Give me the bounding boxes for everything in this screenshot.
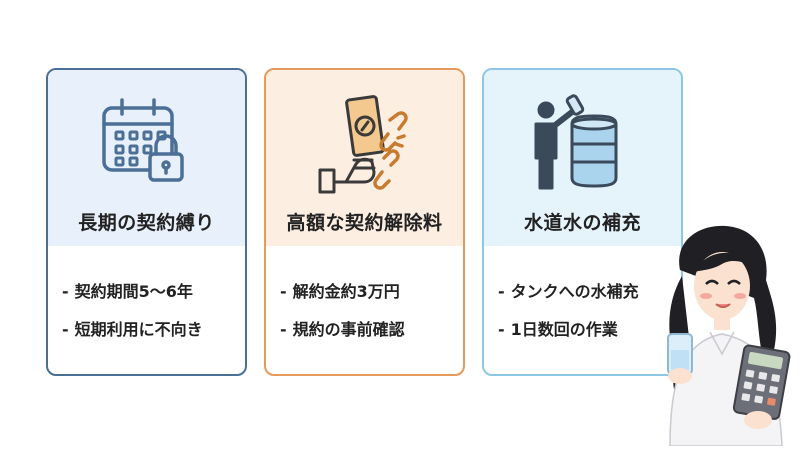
card-water-refill: 水道水の補充 -タンクへの水補充 -1日数回の作業 <box>482 68 683 376</box>
card-list: -解約金約3万円 -規約の事前確認 <box>280 273 405 349</box>
list-item: -規約の事前確認 <box>280 320 405 339</box>
list-item: -短期利用に不向き <box>62 320 203 339</box>
card-header: 長期の契約縛り <box>48 70 245 246</box>
list-item: -1日数回の作業 <box>498 320 618 339</box>
woman-with-calculator-illustration <box>640 220 800 447</box>
card-title: 長期の契約縛り <box>78 212 215 234</box>
money-broken-chain-icon <box>310 90 420 200</box>
card-list: -契約期間5〜6年 -短期利用に不向き <box>62 273 203 349</box>
person-water-tank-icon <box>528 90 638 200</box>
card-title: 高額な契約解除料 <box>286 212 443 234</box>
list-item: -タンクへの水補充 <box>498 282 639 301</box>
card-long-contract: 長期の契約縛り -契約期間5〜6年 -短期利用に不向き <box>46 68 247 376</box>
list-item: -解約金約3万円 <box>280 282 400 301</box>
card-list: -タンクへの水補充 -1日数回の作業 <box>498 273 639 349</box>
card-cancellation-fee: 高額な契約解除料 -解約金約3万円 -規約の事前確認 <box>264 68 465 376</box>
card-header: 高額な契約解除料 <box>266 70 463 246</box>
list-item: -契約期間5〜6年 <box>62 282 193 301</box>
card-title: 水道水の補充 <box>523 212 641 234</box>
card-header: 水道水の補充 <box>484 70 681 246</box>
calendar-lock-icon <box>92 90 202 200</box>
